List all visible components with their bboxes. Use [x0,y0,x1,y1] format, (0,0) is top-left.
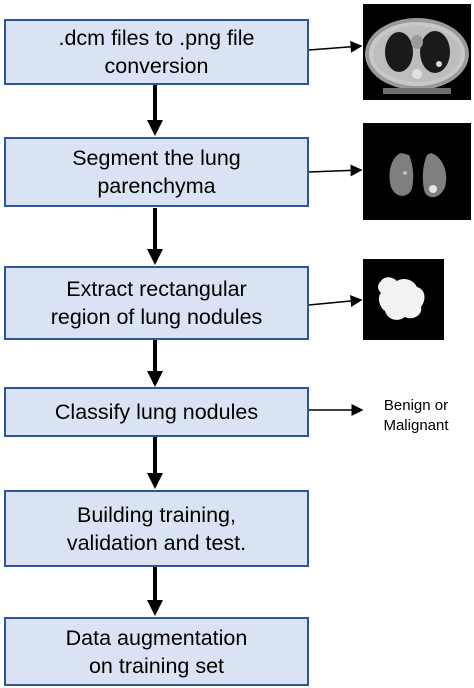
classification-output-line2: Malignant [383,417,449,434]
step-build-datasets-line1: Building training, [77,502,236,527]
step-segment-parenchyma-line2: parenchyma [97,174,216,198]
step-dcm-conversion: .dcm files to .png file conversion [4,19,309,85]
arrow-step3-to-nodule-image [308,295,363,307]
step-dcm-conversion-line2: conversion [104,54,209,78]
arrow-step1-to-ct-image [308,40,363,53]
segmented-lung-image [363,123,471,220]
step-extract-nodule-region-line1: Extract rectangular [66,277,247,301]
step-extract-nodule-region-line2: region of lung nodules [50,305,263,329]
arrow-step2-to-segmented-image [308,164,363,177]
step-extract-nodule-region: Extract rectangular region of lung nodul… [4,266,309,340]
step-segment-parenchyma-line1: Segment the lung [72,146,241,170]
step-classify-nodules: Classify lung nodules [4,387,309,437]
nodule-region-image [363,259,444,340]
step-data-augmentation-line2: on training set [88,653,225,678]
classification-output: Benign or Malignant [364,396,468,436]
step-data-augmentation: Data augmentation on training set [4,617,309,686]
step-segment-parenchyma: Segment the lung parenchyma [4,137,309,207]
step-data-augmentation-line1: Data augmentation [65,625,248,650]
step-classify-nodules-line1: Classify lung nodules [54,400,259,424]
step-dcm-conversion-line1: .dcm files to .png file [58,26,255,50]
step-build-datasets-line2: validation and test. [66,530,247,555]
ct-scan-slice-image [363,4,471,100]
step-build-datasets: Building training, validation and test. [4,490,309,567]
classification-output-line1: Benign or [383,397,449,414]
